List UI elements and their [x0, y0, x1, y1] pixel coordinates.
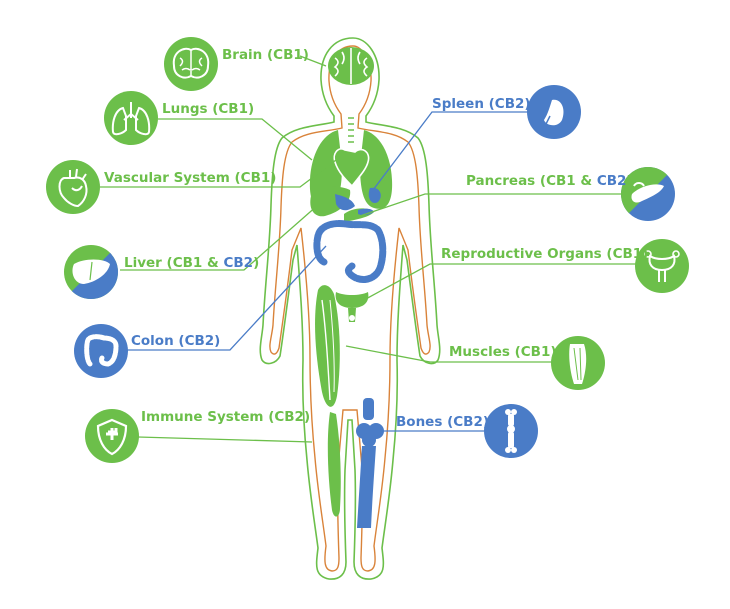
label-brain-name: Brain — [222, 47, 263, 63]
label-spleen-tag: (CB2) — [488, 96, 531, 112]
label-lungs: Lungs (CB1) — [162, 101, 254, 117]
body-pancreas — [344, 208, 374, 222]
label-colon-tag: (CB2) — [178, 333, 221, 349]
connector-lungs — [158, 118, 313, 161]
label-pancreas-tag-blue: CB2 — [596, 173, 627, 189]
body-inner-outline — [269, 45, 431, 572]
label-muscles: Muscles (CB1) — [449, 344, 557, 360]
label-immune-tag: (CB2) — [268, 409, 311, 425]
label-spleen: Spleen (CB2) — [432, 96, 531, 112]
colon-icon — [74, 324, 128, 378]
pancreas-icon — [621, 167, 675, 221]
label-immune: Immune System (CB2) — [141, 409, 310, 425]
label-liver-tag-blue: CB2 — [223, 255, 254, 271]
label-lungs-tag: (CB1) — [212, 101, 255, 117]
label-vascular: Vascular System (CB1) — [104, 170, 276, 186]
reproductive-icon — [635, 239, 689, 293]
liver-icon — [64, 245, 118, 299]
connector-reproductive — [363, 263, 636, 301]
body-muscles — [315, 285, 341, 517]
icon-circles — [46, 37, 689, 463]
connector-vascular — [100, 159, 337, 188]
label-liver-tag-open: (CB1 & — [166, 255, 224, 271]
label-bones: Bones (CB2) — [396, 414, 489, 430]
label-pancreas-name: Pancreas — [466, 173, 536, 189]
connector-brain — [299, 55, 327, 67]
body-heart — [333, 148, 370, 188]
connector-lines — [100, 55, 636, 443]
body-outer-outline — [259, 37, 441, 580]
organs — [309, 47, 393, 528]
label-brain: Brain (CB1) — [222, 47, 309, 63]
label-pancreas-tag-open: (CB1 & — [539, 173, 597, 189]
body-reproductive — [335, 292, 369, 322]
body-silhouette — [259, 37, 441, 580]
connector-liver — [120, 204, 319, 271]
connector-spleen — [369, 111, 528, 195]
label-pancreas: Pancreas (CB1 & CB2) — [466, 173, 633, 189]
label-reproductive-tag: (CB1) — [606, 246, 649, 262]
label-bones-tag: (CB2) — [447, 414, 490, 430]
connector-immune — [137, 436, 313, 443]
muscle-icon — [551, 336, 605, 390]
lungs-icon — [104, 91, 158, 145]
label-brain-tag: (CB1) — [267, 47, 309, 63]
connector-colon — [126, 245, 327, 351]
label-spleen-name: Spleen — [432, 96, 484, 112]
label-liver-name: Liver — [124, 255, 162, 271]
label-pancreas-tag-close: ) — [626, 173, 633, 189]
label-vascular-name: Vascular System — [104, 170, 230, 186]
label-muscles-name: Muscles — [449, 344, 510, 360]
label-liver-tag-close: ) — [253, 255, 260, 271]
body-bones — [356, 398, 384, 528]
spleen-icon — [527, 85, 581, 139]
connector-pancreas — [359, 193, 622, 217]
label-colon: Colon (CB2) — [131, 333, 220, 349]
label-immune-name: Immune System — [141, 409, 264, 425]
label-vascular-tag: (CB1) — [234, 170, 277, 186]
label-liver: Liver (CB1 & CB2) — [124, 255, 259, 271]
label-colon-name: Colon — [131, 333, 174, 349]
label-reproductive-name: Reproductive Organs — [441, 246, 602, 262]
body-brain — [328, 47, 374, 85]
label-lungs-name: Lungs — [162, 101, 208, 117]
bone-icon — [484, 404, 538, 458]
label-bones-name: Bones — [396, 414, 443, 430]
shield-icon — [85, 409, 139, 463]
body-colon — [313, 220, 387, 284]
heart-icon — [46, 160, 100, 214]
connector-muscles — [345, 345, 552, 363]
label-reproductive: Reproductive Organs (CB1) — [441, 246, 648, 262]
body-liver — [310, 186, 355, 217]
brain-icon — [164, 37, 218, 91]
label-muscles-tag: (CB1) — [514, 344, 557, 360]
